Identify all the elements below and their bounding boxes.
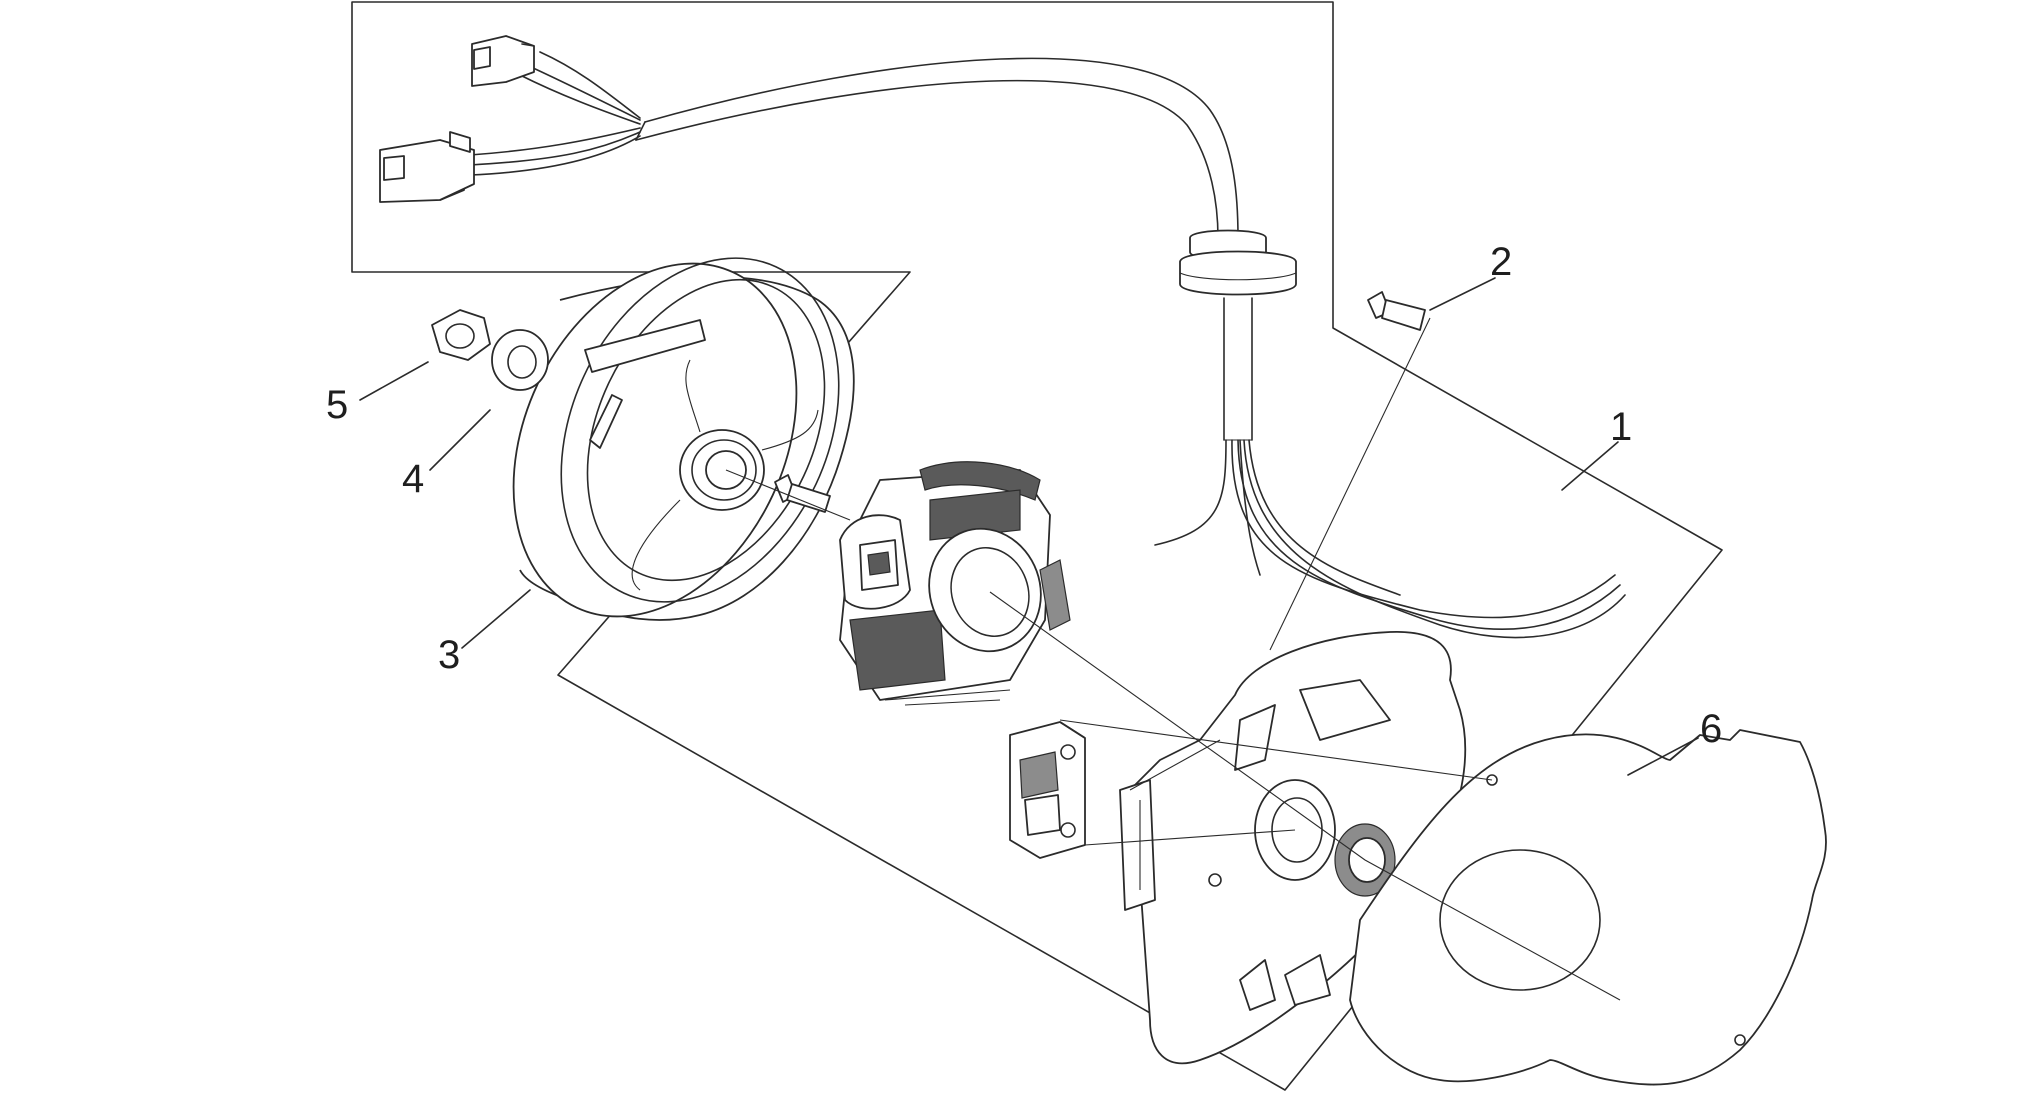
assembly-axis-lines xyxy=(725,317,1621,1001)
assembly-group-outline xyxy=(351,1,1723,1091)
wiring-harness xyxy=(379,35,1626,639)
cover-center-hole xyxy=(1439,849,1601,991)
callout-leaders xyxy=(359,277,1699,776)
flywheel-rotor xyxy=(512,257,855,621)
callout-3: 3 xyxy=(438,633,460,677)
cover-gasket xyxy=(1349,729,1827,1086)
stator-bolt xyxy=(774,474,831,513)
bolt-2 xyxy=(1367,291,1426,331)
callout-6: 6 xyxy=(1700,707,1722,751)
callout-2: 2 xyxy=(1490,240,1512,284)
callout-4: 4 xyxy=(402,457,424,501)
washer xyxy=(491,329,549,391)
nut xyxy=(431,309,491,361)
stator-base-plate xyxy=(1119,631,1467,1065)
pickup-pulser xyxy=(1009,721,1086,859)
callout-5: 5 xyxy=(326,383,348,427)
callout-1: 1 xyxy=(1610,405,1632,449)
stator-coil-assembly xyxy=(839,461,1071,706)
